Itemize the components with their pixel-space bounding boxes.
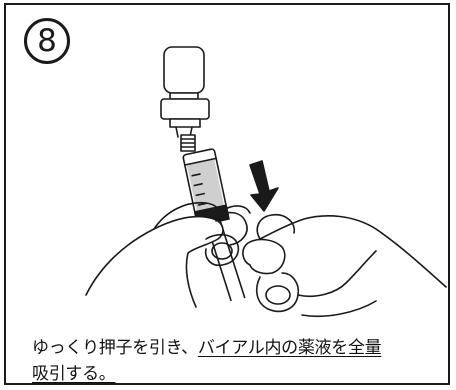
syringe-vial-hands-icon (85, 46, 447, 318)
instruction-plain: ゆっくり押子を引き、 (32, 338, 198, 358)
down-arrow-icon (249, 160, 279, 212)
vial-icon (160, 46, 210, 138)
step-number-badge: 8 (24, 18, 70, 64)
left-hand-icon (85, 201, 251, 308)
instruction-text: ゆっくり押子を引き、バイアル内の薬液を全量 吸引する。 (32, 335, 442, 387)
instruction-underlined-line1: バイアル内の薬液を全量 (197, 338, 382, 358)
step-card: 8 (4, 3, 450, 385)
adapter-icon (180, 134, 196, 152)
step-number: 8 (37, 22, 57, 59)
instruction-underlined-line2: 吸引する。 (32, 364, 116, 384)
right-hand-icon (242, 213, 447, 318)
